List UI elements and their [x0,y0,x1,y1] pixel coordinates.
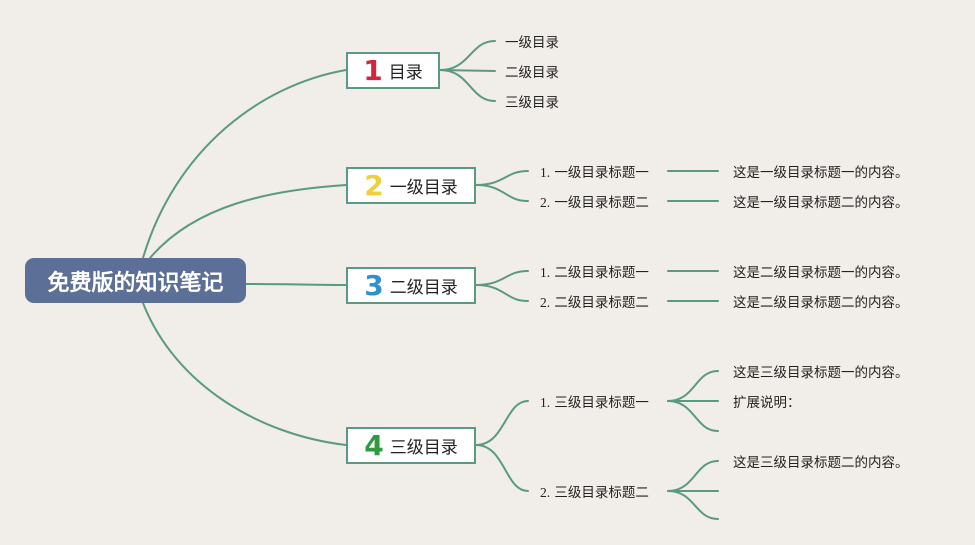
section-label: 目录 [388,63,423,83]
connector-branch [667,460,719,492]
connector-branch [439,69,496,102]
section-number: 1 [363,53,383,87]
section-label: 二级目录 [389,278,458,298]
connector-root-section-3 [245,283,347,286]
topic-label: 三级目录标题一 [554,395,649,411]
section-number: 4 [364,428,384,462]
topic-content[interactable]: 这是二级目录标题一的内容。 [733,261,909,281]
connector-branch [475,284,529,302]
topic-content[interactable]: 这是二级目录标题二的内容。 [733,291,909,311]
section-node-level1[interactable]: 2 一级目录 [346,167,476,204]
connector-branch [475,400,529,446]
section-label: 三级目录 [389,438,458,458]
content-text: 扩展说明： [733,395,801,411]
topic-title[interactable]: 1. 二级目录标题一 [540,261,649,281]
section-number: 2 [364,168,384,202]
topic-number: 2. [540,485,551,500]
content-text: 这是一级目录标题二的内容。 [733,195,909,211]
content-text: 这是一级目录标题一的内容。 [733,165,909,181]
toc-item[interactable]: 三级目录 [505,91,559,111]
section-node-toc[interactable]: 1 目录 [346,52,440,89]
connector-branch [475,184,529,202]
topic-title[interactable]: 1. 一级目录标题一 [540,161,649,181]
content-text: 这是二级目录标题一的内容。 [733,265,909,281]
connector-root-section-2 [149,184,347,259]
connector-branch [667,400,719,432]
connector-branch [667,490,719,520]
topic-label: 一级目录标题二 [554,195,649,211]
root-node[interactable]: 免费版的知识笔记 [25,258,246,303]
content-text: 这是三级目录标题一的内容。 [733,365,909,381]
topic-number: 2. [540,195,551,210]
connector-branch [475,270,529,286]
topic-number: 1. [540,165,551,180]
connector-branch [667,370,719,402]
connector-branch [475,170,529,186]
connector-root-section-4 [142,302,347,446]
topic-label: 三级目录标题二 [554,485,649,501]
topic-title[interactable]: 1. 三级目录标题一 [540,391,649,411]
topic-number: 2. [540,295,551,310]
topic-number: 1. [540,265,551,280]
toc-item-label: 二级目录 [505,65,559,81]
topic-content[interactable]: 这是三级目录标题二的内容。 [733,451,909,471]
toc-item[interactable]: 二级目录 [505,61,559,81]
connector-branch [439,40,496,71]
topic-number: 1. [540,395,551,410]
topic-label: 一级目录标题一 [554,165,649,181]
topic-label: 二级目录标题二 [554,295,649,311]
content-text: 这是三级目录标题二的内容。 [733,455,909,471]
topic-content[interactable]: 这是一级目录标题一的内容。 [733,161,909,181]
toc-item-label: 三级目录 [505,95,559,111]
topic-content[interactable]: 扩展说明： [733,391,801,411]
topic-content[interactable]: 这是三级目录标题一的内容。 [733,361,909,381]
topic-title[interactable]: 2. 一级目录标题二 [540,191,649,211]
content-text: 这是二级目录标题二的内容。 [733,295,909,311]
connector-branch [475,444,529,492]
topic-content[interactable]: 这是一级目录标题二的内容。 [733,191,909,211]
topic-title[interactable]: 2. 三级目录标题二 [540,481,649,501]
topic-title[interactable]: 2. 二级目录标题二 [540,291,649,311]
topic-label: 二级目录标题一 [554,265,649,281]
section-number: 3 [364,268,384,302]
section-node-level3[interactable]: 4 三级目录 [346,427,476,464]
section-label: 一级目录 [389,178,458,198]
toc-item-label: 一级目录 [505,35,559,51]
section-node-level2[interactable]: 3 二级目录 [346,267,476,304]
connector-root-section-1 [142,69,347,259]
root-label: 免费版的知识笔记 [47,270,224,296]
toc-item[interactable]: 一级目录 [505,31,559,51]
